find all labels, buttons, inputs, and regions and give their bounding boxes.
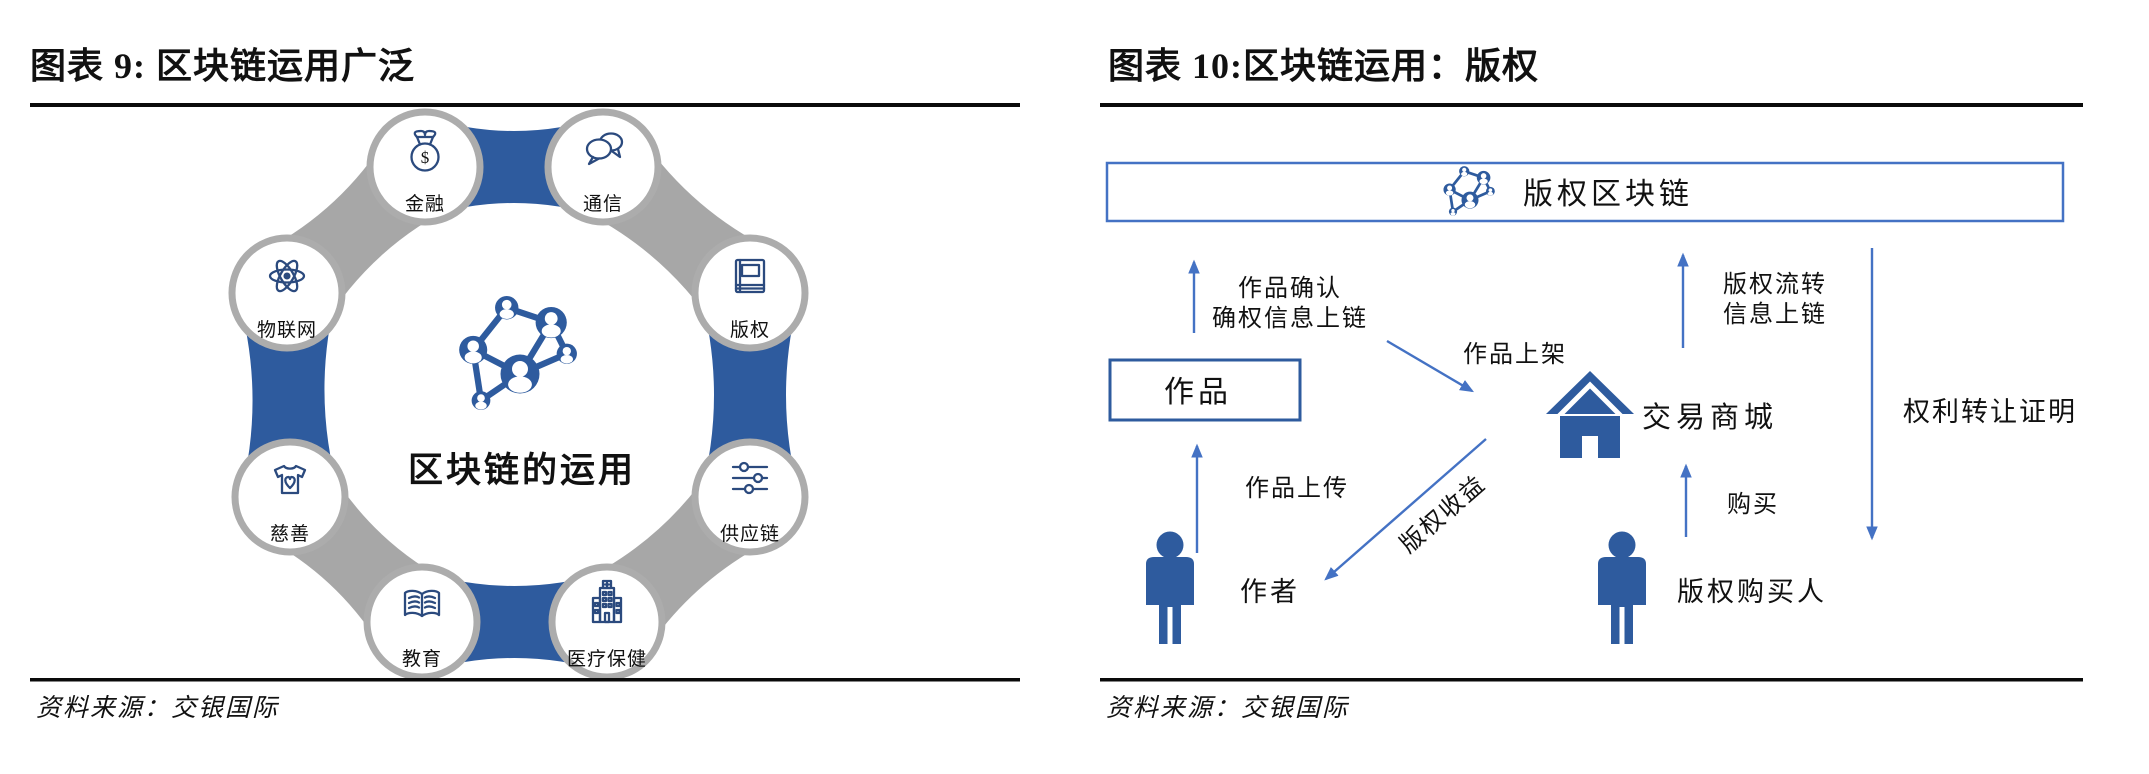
- ring-node-label: 教育: [402, 648, 442, 670]
- ring-node-supply-chain: 供应链: [691, 438, 809, 556]
- figure-9-panel: 图表 9: 区块链运用广泛 $ 金融: [30, 46, 1020, 722]
- buyer-figure: 版权购买人: [1598, 531, 1827, 644]
- copyright-chain-box: 版权区块链: [1105, 161, 2065, 223]
- chat-bubbles-icon: [585, 132, 624, 166]
- money-bag-icon: $: [410, 129, 440, 172]
- ring-node-label: 物联网: [257, 319, 317, 341]
- buy-label: 购买: [1727, 491, 1779, 518]
- chain-ring-links: [237, 117, 800, 672]
- ring-node-charity: 慈善: [231, 438, 349, 556]
- work-box-label: 作品: [1164, 376, 1232, 409]
- confirm-label-line1: 作品确认: [1238, 275, 1342, 302]
- ring-node-label: 供应链: [720, 523, 780, 545]
- figure-9-source: 资料来源：交银国际: [36, 694, 280, 722]
- trading-mall-label: 交易商城: [1642, 401, 1778, 434]
- trading-mall: 交易商城: [1546, 371, 1778, 458]
- ring-center-label: 区块链的运用: [408, 451, 636, 490]
- ring-node-label: 版权: [730, 319, 770, 341]
- list-work-arrow: [1386, 339, 1475, 393]
- house-icon: [1546, 371, 1634, 458]
- open-book-icon: [403, 589, 441, 618]
- income-arrow: [1324, 438, 1487, 581]
- upload-label: 作品上传: [1245, 475, 1349, 502]
- figure-10-top-rule: [1100, 103, 2083, 107]
- ring-node-label: 慈善: [270, 523, 310, 545]
- person-icon: [1146, 531, 1194, 644]
- svg-text:$: $: [421, 148, 430, 167]
- ring-node-telecom: 通信: [544, 108, 662, 226]
- tshirt-heart-icon: [273, 464, 307, 495]
- person-icon: [1598, 531, 1646, 644]
- figure-10-bottom-rule: [1100, 678, 2083, 682]
- transfer-label-line1: 版权流转: [1723, 271, 1827, 298]
- transfer-label-line2: 信息上链: [1723, 301, 1827, 328]
- author-figure: 作者: [1146, 531, 1300, 644]
- ring-node-copyright: 版权: [691, 234, 809, 352]
- atom-icon: [268, 259, 306, 293]
- figure-9-bottom-rule: [30, 678, 1020, 682]
- confirm-label-line2: 确权信息上链: [1212, 305, 1368, 332]
- figure-10-panel: 图表 10:区块链运用：版权 版权区块链 作品 作品确认 确权信息上链 作品上架…: [1100, 46, 2083, 722]
- income-label: 版权收益: [1395, 470, 1491, 559]
- ring-node-label: 金融: [405, 193, 445, 215]
- book-icon: [734, 258, 766, 294]
- copyright-chain-label: 版权区块链: [1523, 178, 1693, 211]
- hospital-icon: [591, 579, 623, 624]
- figure-9-title: 图表 9: 区块链运用广泛: [30, 46, 415, 86]
- blockchain-network-icon: [459, 296, 577, 410]
- ring-node-label: 通信: [583, 193, 623, 215]
- sliders-icon: [731, 461, 769, 495]
- ring-node-label: 医疗保健: [567, 648, 647, 670]
- figure-9-top-rule: [30, 103, 1020, 107]
- ring-node-education: 教育: [363, 563, 481, 681]
- ring-node-healthcare: 医疗保健: [548, 563, 666, 681]
- work-box: 作品: [1108, 358, 1302, 422]
- ring-node-iot: 物联网: [228, 234, 346, 352]
- proof-label: 权利转让证明: [1903, 397, 2077, 427]
- ring-node-finance: $ 金融: [366, 108, 484, 226]
- figure-10-source: 资料来源：交银国际: [1106, 694, 1350, 722]
- author-label: 作者: [1240, 577, 1300, 607]
- figure-10-title: 图表 10:区块链运用：版权: [1108, 46, 1539, 86]
- list-work-label: 作品上架: [1463, 341, 1567, 368]
- flow-arrows: [1188, 248, 1878, 581]
- buyer-label: 版权购买人: [1677, 577, 1827, 607]
